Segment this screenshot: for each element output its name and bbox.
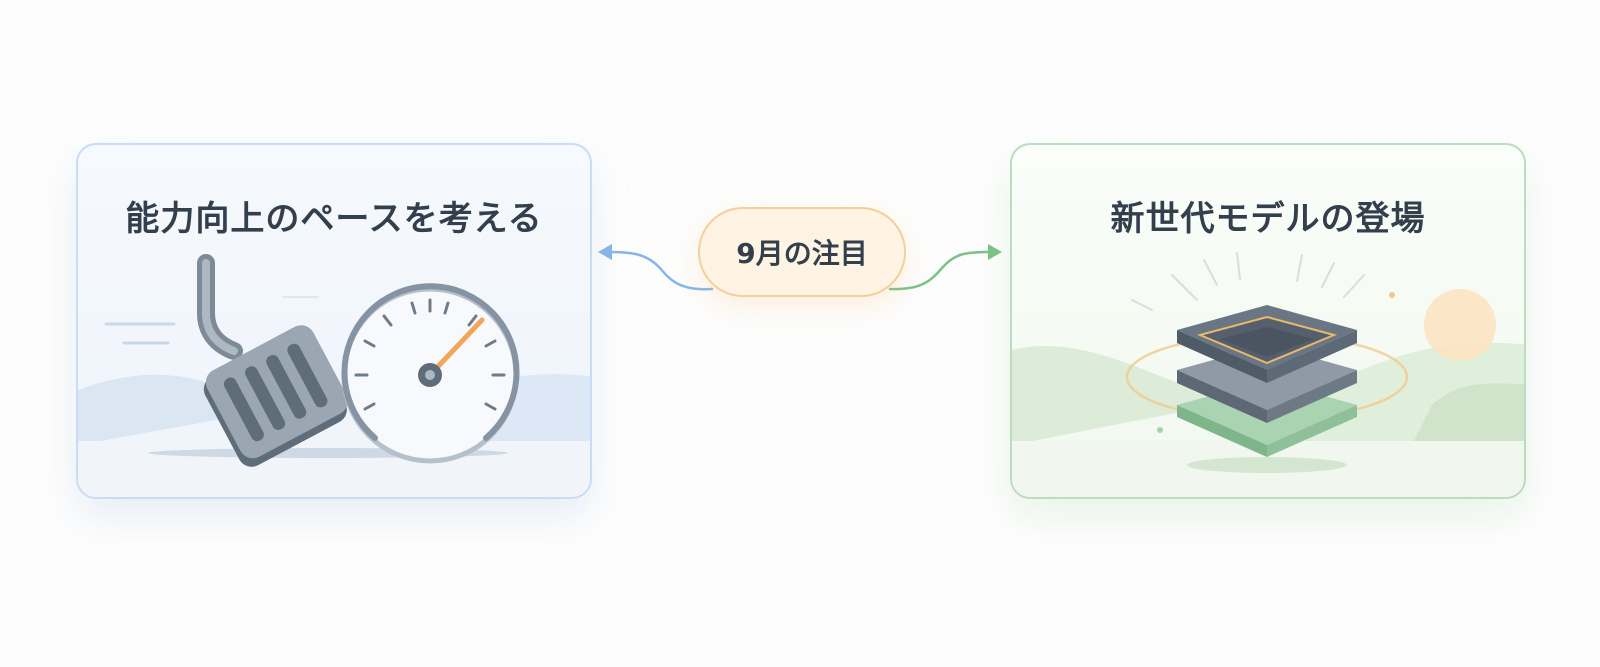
stacked-chip-icon [1177,305,1357,457]
right-card-illustration [1012,252,1524,497]
speedometer-icon [341,283,520,464]
connector-to-right-card [888,244,1002,291]
connector-to-left-card [598,244,714,291]
center-topic-node: 9月の注目 [698,207,906,297]
center-topic-label: 9月の注目 [736,237,868,270]
left-topic-card: 能力向上のペースを考える [76,143,592,499]
right-card-title: 新世代モデルの登場 [1110,199,1426,239]
left-card-illustration [78,254,590,497]
accelerator-pedal-icon [197,254,348,467]
arrowhead-right-icon [988,244,1002,260]
left-card-title: 能力向上のペースを考える [125,199,543,239]
arrowhead-left-icon [598,244,612,260]
right-topic-card: 新世代モデルの登場 [1010,143,1526,499]
